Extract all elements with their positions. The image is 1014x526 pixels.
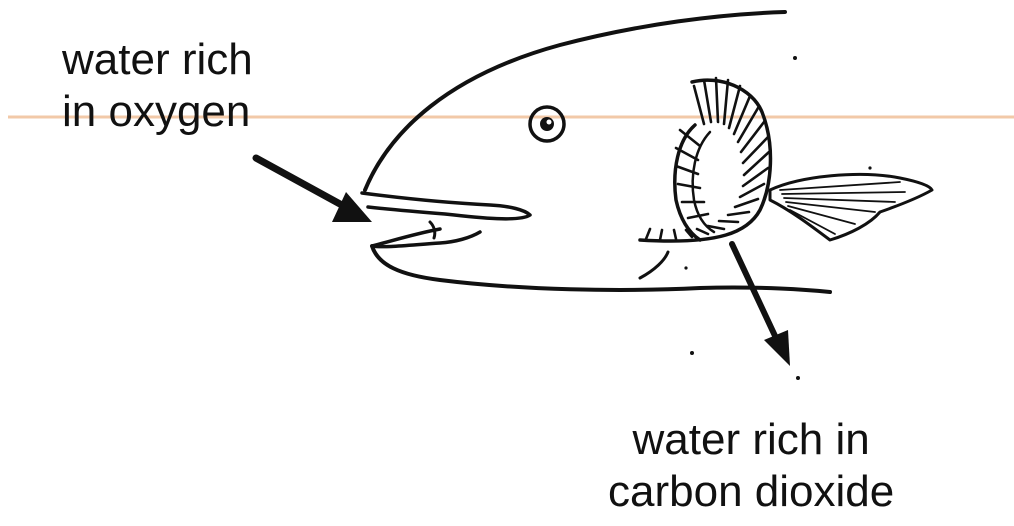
fish-eye-icon xyxy=(530,107,564,141)
scan-specks xyxy=(684,56,871,380)
label-co2-line1: water rich in xyxy=(608,414,894,466)
arrow-into-mouth-icon xyxy=(256,158,372,222)
fish-icon xyxy=(362,12,932,292)
label-oxygen-line2: in oxygen xyxy=(62,86,253,138)
fish-upper-lip xyxy=(362,193,530,219)
label-co2-line2: carbon dioxide xyxy=(608,466,894,518)
arrow-from-gills-icon xyxy=(732,244,790,366)
fish-back-outline xyxy=(365,12,785,190)
label-water-rich-in-oxygen: water rich in oxygen xyxy=(62,34,253,138)
fish-belly-ventral-line xyxy=(640,252,668,278)
fish-lower-jaw xyxy=(372,229,480,247)
label-water-rich-in-carbon-dioxide: water rich in carbon dioxide xyxy=(608,414,894,518)
fish-belly-outline xyxy=(372,246,830,292)
label-oxygen-line1: water rich xyxy=(62,34,253,86)
pectoral-fin-icon xyxy=(770,174,932,240)
gill-filaments-icon xyxy=(640,78,770,241)
